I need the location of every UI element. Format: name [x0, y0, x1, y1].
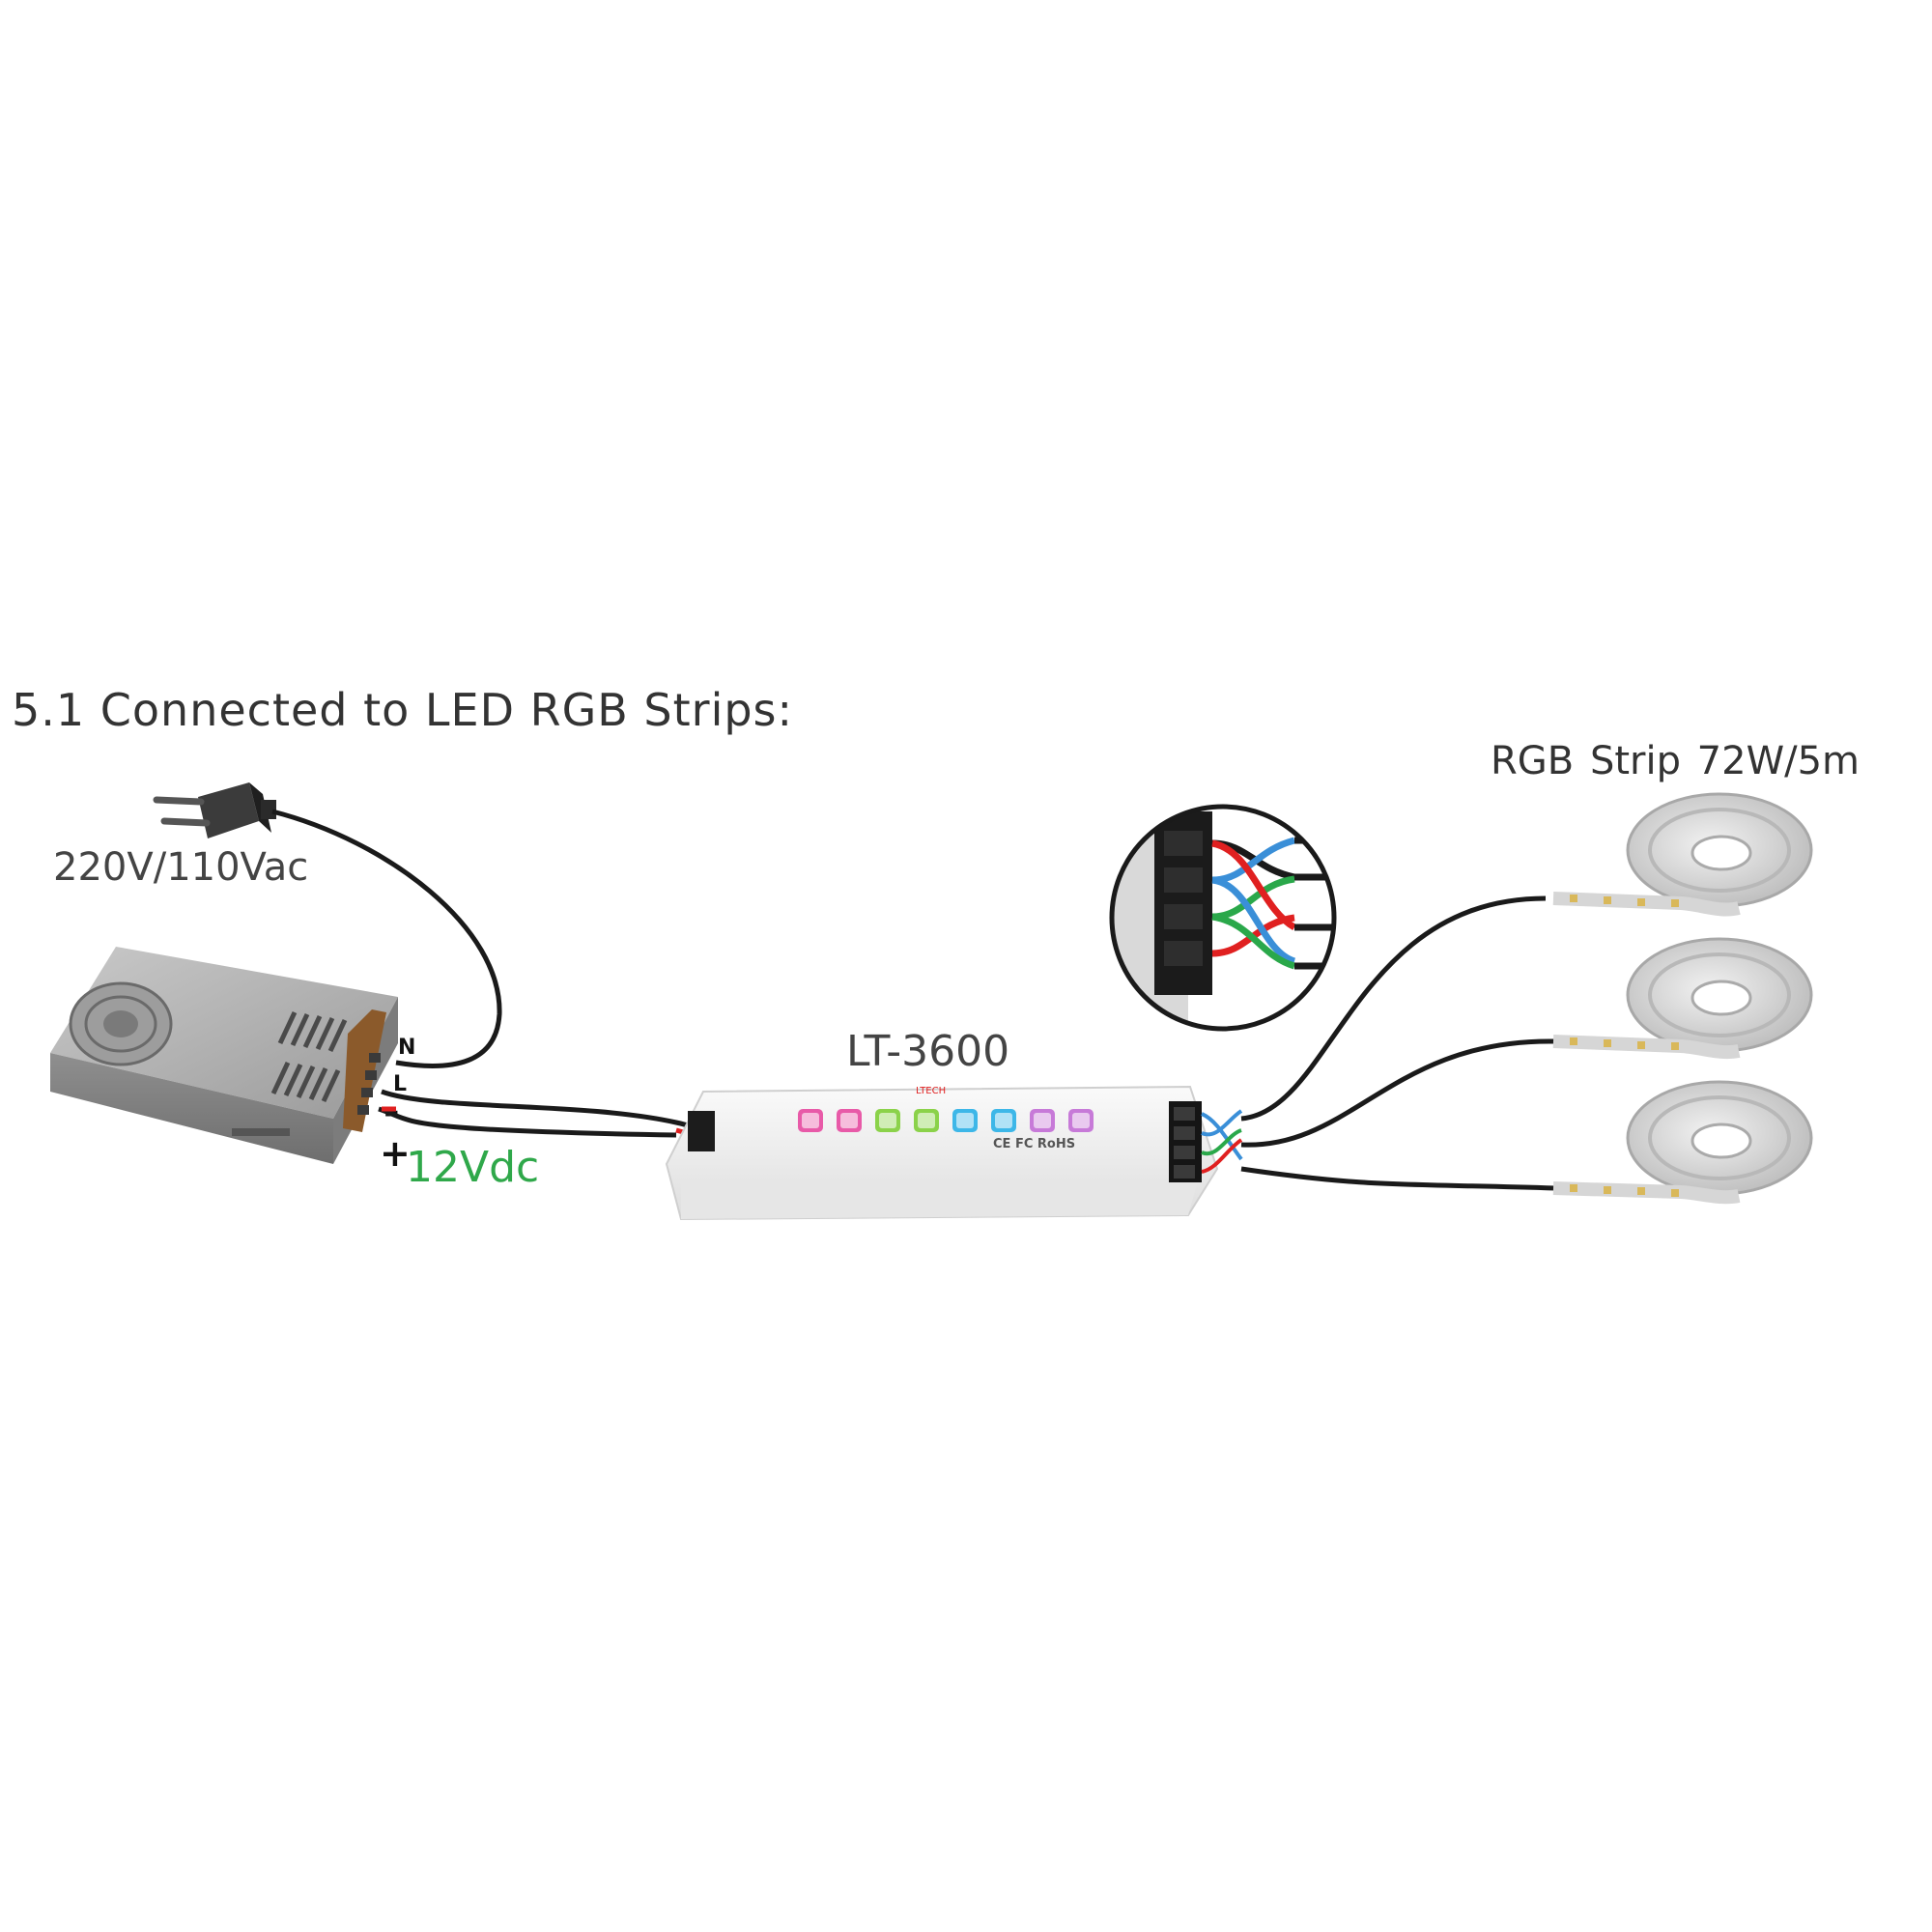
power-supply-icon: [50, 947, 398, 1164]
rgb-output-wires: [1201, 1109, 1243, 1174]
controller-icon: LTECH CE FC RoHS: [665, 1085, 1219, 1221]
led-strip-reel-icon: [1552, 1080, 1813, 1205]
plug-icon: [153, 782, 276, 838]
controller-certs: CE FC RoHS: [993, 1137, 1075, 1151]
dc-output-label: 12Vdc: [406, 1143, 540, 1192]
controller-brand: LTECH: [916, 1086, 946, 1096]
terminal-n-label: N: [398, 1036, 416, 1060]
zoom-detail-icon: [1109, 804, 1337, 1032]
strip-cables: [1240, 895, 1556, 1191]
led-strip-reel-icon: [1552, 937, 1813, 1060]
led-strip-reel-icon: [1552, 792, 1813, 917]
terminal-l-label: L: [393, 1072, 408, 1096]
diagram-title: 5.1 Connected to LED RGB Strips:: [12, 684, 794, 736]
controller-model-label: LT-3600: [846, 1027, 1010, 1076]
ac-cable: [271, 809, 502, 1068]
terminal-plus-label: +: [380, 1132, 411, 1175]
ac-input-label: 220V/110Vac: [53, 845, 309, 890]
rgb-strip-label: RGB Strip 72W/5m: [1491, 739, 1861, 783]
dc-cable: [378, 1089, 712, 1139]
